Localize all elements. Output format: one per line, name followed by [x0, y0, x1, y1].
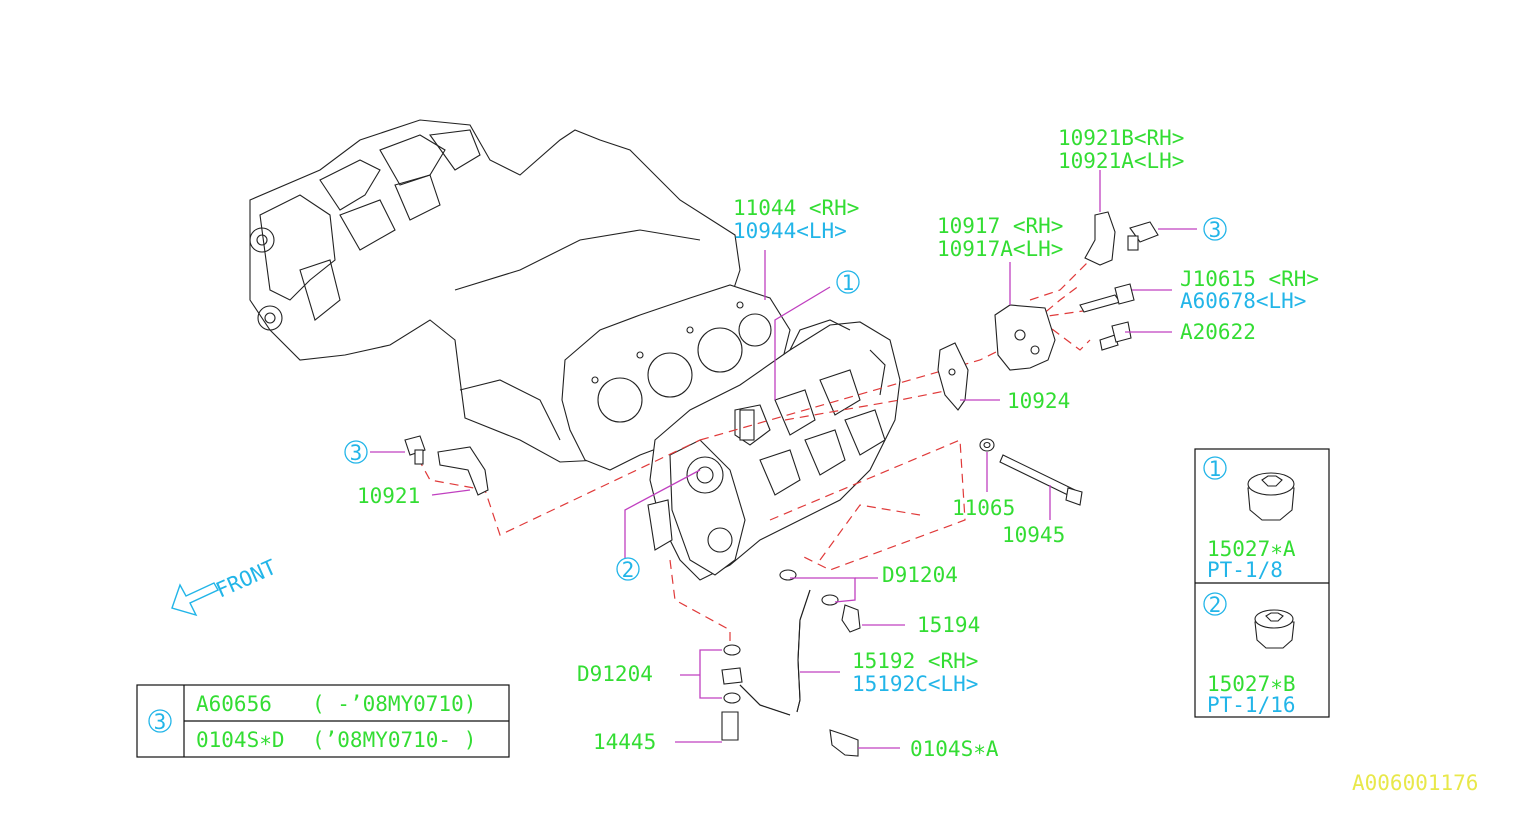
callout-2: 2 — [622, 558, 635, 582]
front-label: FRONT — [212, 555, 280, 603]
legend-bolt-a60656: A60656 — [196, 692, 272, 716]
plug-b-icon — [1254, 609, 1295, 649]
guide-lines — [417, 249, 1101, 650]
callouts: 1 2 3 3 — [344, 217, 1227, 582]
legend-range-a60656: ( -’08MY0710) — [312, 692, 476, 716]
small-parts — [404, 211, 1159, 757]
label-15194: 15194 — [917, 613, 980, 637]
part-labels: 11044 <RH> 10944<LH> 10921B<RH> 10921A<L… — [357, 126, 1478, 795]
label-10917a: 10917A<LH> — [937, 237, 1063, 261]
label-10921: 10921 — [357, 484, 420, 508]
label-10917: 10917 <RH> — [937, 214, 1063, 238]
legend-callout-1: 1 — [1209, 457, 1222, 481]
label-d91204-upper: D91204 — [882, 563, 958, 587]
label-d91204-lower: D91204 — [577, 662, 653, 686]
label-14445: 14445 — [593, 730, 656, 754]
reference-code: A006001176 — [1352, 771, 1478, 795]
label-11044: 11044 <RH> — [733, 196, 859, 220]
label-15192c: 15192C<LH> — [852, 672, 978, 696]
plug-a-icon — [1247, 472, 1295, 521]
label-j10615: J10615 <RH> — [1180, 267, 1319, 291]
label-10945: 10945 — [1002, 523, 1065, 547]
label-10921b: 10921B<RH> — [1058, 126, 1184, 150]
front-indicator: FRONT — [171, 555, 280, 617]
legend-part-15027b: 15027∗B — [1207, 672, 1296, 696]
callout-1: 1 — [842, 271, 855, 295]
legend-callout-2: 2 — [1209, 593, 1222, 617]
legend-bolt-0104s-d: 0104S∗D — [196, 728, 285, 752]
callout-3-right: 3 — [1209, 218, 1222, 242]
label-10944: 10944<LH> — [733, 219, 847, 243]
legend-thread-a: PT-1/8 — [1207, 558, 1283, 582]
label-a20622: A20622 — [1180, 320, 1256, 344]
legend-callout-3: 3 — [154, 710, 167, 734]
label-10921a: 10921A<LH> — [1058, 149, 1184, 173]
legend-part-15027a: 15027∗A — [1207, 537, 1296, 561]
callout-3-left: 3 — [350, 441, 363, 465]
bolt-legend: 3 A60656 ( -’08MY0710) 0104S∗D (’08MY071… — [136, 684, 510, 758]
legend-range-0104s-d: (’08MY0710- ) — [312, 728, 476, 752]
leader-lines — [370, 170, 1197, 749]
front-arrow-icon — [171, 582, 219, 617]
label-0104s-a: 0104S∗A — [910, 737, 999, 761]
legend-thread-b: PT-1/16 — [1207, 693, 1296, 717]
label-a60678: A60678<LH> — [1180, 289, 1306, 313]
cylinder-head — [647, 319, 901, 581]
label-11065: 11065 — [952, 496, 1015, 520]
label-10924: 10924 — [1007, 389, 1070, 413]
label-15192: 15192 <RH> — [852, 649, 978, 673]
head-gasket — [561, 284, 791, 471]
plug-legend: 1 15027∗A PT-1/8 2 15027∗B PT-1/16 — [1194, 448, 1330, 718]
